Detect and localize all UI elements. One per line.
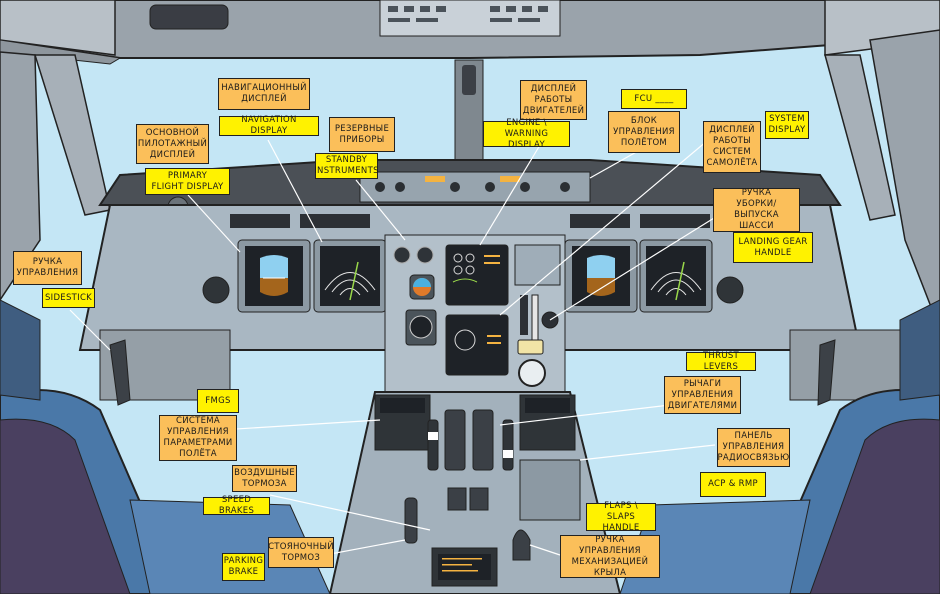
left-window-frame	[0, 39, 122, 65]
acp-panel	[519, 459, 581, 521]
callout-fcu-ru: Блок управления полётом	[608, 111, 680, 153]
callout-sd-ru: Дисплей работы систем самолёта	[703, 121, 761, 173]
captain-nd-screen	[320, 246, 380, 306]
fo-nd-screen	[646, 246, 706, 306]
callout-nd-ru: Навигационный дисплей	[218, 78, 310, 110]
thrust-lever-2	[472, 409, 494, 471]
speed-brake-lever	[427, 419, 439, 471]
sd-screen	[445, 314, 509, 376]
callout-fmgs-ru: Система управления параметрами полёта	[159, 415, 237, 461]
flaps-lever	[502, 419, 514, 471]
callout-parking-ru: Стояночный тормоз	[268, 537, 334, 568]
callout-nd-en: Navigation Display	[219, 115, 319, 136]
callout-pfd-en: Primary Flight Display	[145, 168, 230, 195]
fcu-panel	[359, 171, 591, 203]
callout-ewd-ru: Дисплей работы двигателей	[520, 80, 587, 120]
callout-thrust-en: Thrust Levers	[686, 351, 756, 372]
landing-gear-handle	[531, 294, 539, 344]
right-window-frame	[824, 54, 896, 221]
flaps-handle-hood	[512, 529, 531, 561]
captain-sidestick	[109, 339, 131, 406]
thrust-lever-1	[444, 409, 466, 471]
callout-fcu-en: FCU ____	[621, 89, 687, 109]
callout-sd-en: System Display	[765, 111, 809, 139]
callout-acp-ru: Панель управления радиосвязью	[717, 428, 790, 467]
fo-sidestick	[817, 339, 836, 406]
callout-standby-en: Standby Instruments	[314, 153, 378, 179]
callout-pfd-ru: Основной пилотажный дисплей	[136, 124, 209, 164]
callout-thrust-ru: Рычаги управления двигателями	[664, 376, 741, 414]
callout-gear-ru: Ручка уборки/выпуска шасси	[713, 188, 800, 232]
callout-flaps-en: Flaps \ Slaps Handle	[586, 501, 656, 533]
callout-parking-en: Parking Brake	[222, 553, 265, 581]
callout-speedbrake-ru: Воздушные тормоза	[232, 465, 297, 492]
callout-sidestick-en: Sidestick	[42, 288, 95, 308]
callout-flaps-ru: Ручка управления механизацией крыла	[560, 535, 660, 578]
callout-fmgs-en: FMGS	[197, 389, 239, 413]
callout-ewd-en: Engine \ Warning Display	[483, 118, 570, 150]
callout-speedbrake-en: Speed Brakes	[203, 495, 270, 516]
callout-standby-ru: Резервные приборы	[329, 117, 395, 152]
callout-sidestick-ru: Ручка управления	[13, 251, 82, 285]
parking-brake-handle	[404, 497, 418, 544]
callout-gear-en: Landing Gear Handle	[733, 232, 813, 263]
ewd-screen	[445, 244, 509, 306]
callout-leader-lines	[69, 129, 736, 556]
callout-acp-en: ACP & RMP	[700, 472, 766, 497]
